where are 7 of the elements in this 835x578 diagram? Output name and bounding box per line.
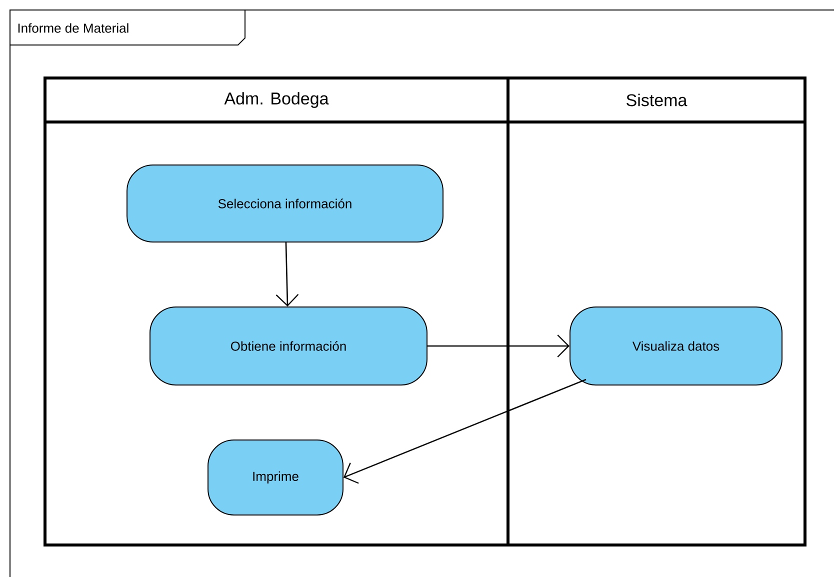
- arrow: [276, 242, 299, 306]
- action-box: Selecciona información: [126, 164, 444, 242]
- action-box: Imprime: [208, 440, 344, 516]
- arrow: [344, 378, 586, 484]
- action-box: Visualiza datos: [570, 306, 782, 386]
- action-box: Obtiene información: [150, 306, 428, 386]
- arrow: [428, 334, 570, 358]
